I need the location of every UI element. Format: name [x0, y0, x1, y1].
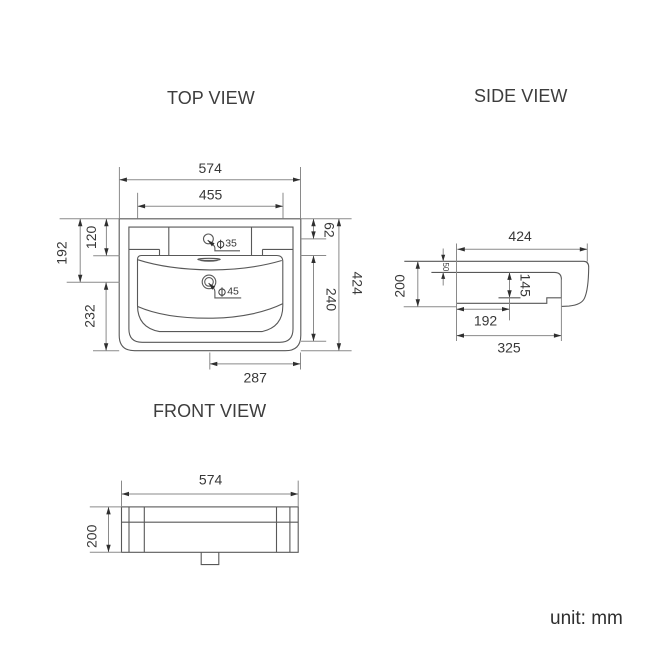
svg-text:232: 232 — [81, 304, 97, 328]
svg-text:574: 574 — [199, 472, 223, 488]
svg-text:325: 325 — [497, 340, 521, 356]
svg-text:424: 424 — [350, 272, 366, 296]
svg-text:62: 62 — [322, 222, 338, 238]
svg-text:145: 145 — [517, 274, 533, 298]
svg-text:200: 200 — [391, 274, 407, 298]
svg-text:120: 120 — [83, 226, 99, 250]
svg-text:35: 35 — [225, 238, 237, 250]
svg-text:287: 287 — [244, 369, 268, 385]
svg-text:240: 240 — [324, 288, 340, 312]
svg-text:574: 574 — [199, 160, 223, 176]
svg-text:45: 45 — [227, 286, 239, 298]
svg-text:192: 192 — [54, 241, 70, 265]
svg-text:455: 455 — [199, 187, 223, 203]
svg-text:424: 424 — [508, 228, 532, 244]
svg-text:192: 192 — [474, 313, 498, 329]
svg-text:50: 50 — [441, 262, 450, 271]
svg-text:200: 200 — [83, 524, 99, 548]
